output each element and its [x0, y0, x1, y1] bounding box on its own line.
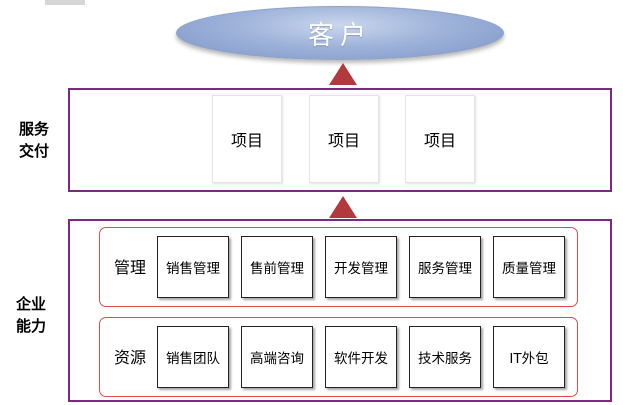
capability-label: 企业 能力 — [15, 295, 46, 335]
up-arrow-icon — [329, 196, 357, 218]
customer-ellipse: 客户 — [176, 6, 504, 60]
management-group: 管理 销售管理 售前管理 开发管理 服务管理 质量管理 — [99, 227, 578, 307]
resources-label: 资源 — [114, 348, 147, 367]
resources-item: 高端咨询 — [241, 326, 313, 388]
management-item: 服务管理 — [409, 236, 481, 298]
project-box: 项目 — [309, 95, 379, 183]
resources-item: 销售团队 — [157, 326, 229, 388]
resources-item: 技术服务 — [409, 326, 481, 388]
resources-item: 软件开发 — [325, 326, 397, 388]
customer-label: 客户 — [307, 20, 372, 51]
management-label: 管理 — [114, 258, 147, 277]
service-delivery-band: 项目 项目 项目 — [68, 88, 612, 192]
resources-group: 资源 销售团队 高端咨询 软件开发 技术服务 IT外包 — [99, 317, 578, 397]
up-arrow-icon — [329, 63, 357, 85]
enterprise-capability-band: 管理 销售管理 售前管理 开发管理 服务管理 质量管理 资源 销售团队 高端咨询… — [68, 219, 612, 402]
corner-marker — [45, 0, 85, 5]
delivery-label: 服务 交付 — [18, 120, 49, 160]
resources-item: IT外包 — [493, 326, 565, 388]
management-item: 质量管理 — [493, 236, 565, 298]
management-item: 开发管理 — [325, 236, 397, 298]
management-item: 销售管理 — [157, 236, 229, 298]
management-item: 售前管理 — [241, 236, 313, 298]
project-box: 项目 — [212, 95, 282, 183]
project-box: 项目 — [405, 95, 475, 183]
